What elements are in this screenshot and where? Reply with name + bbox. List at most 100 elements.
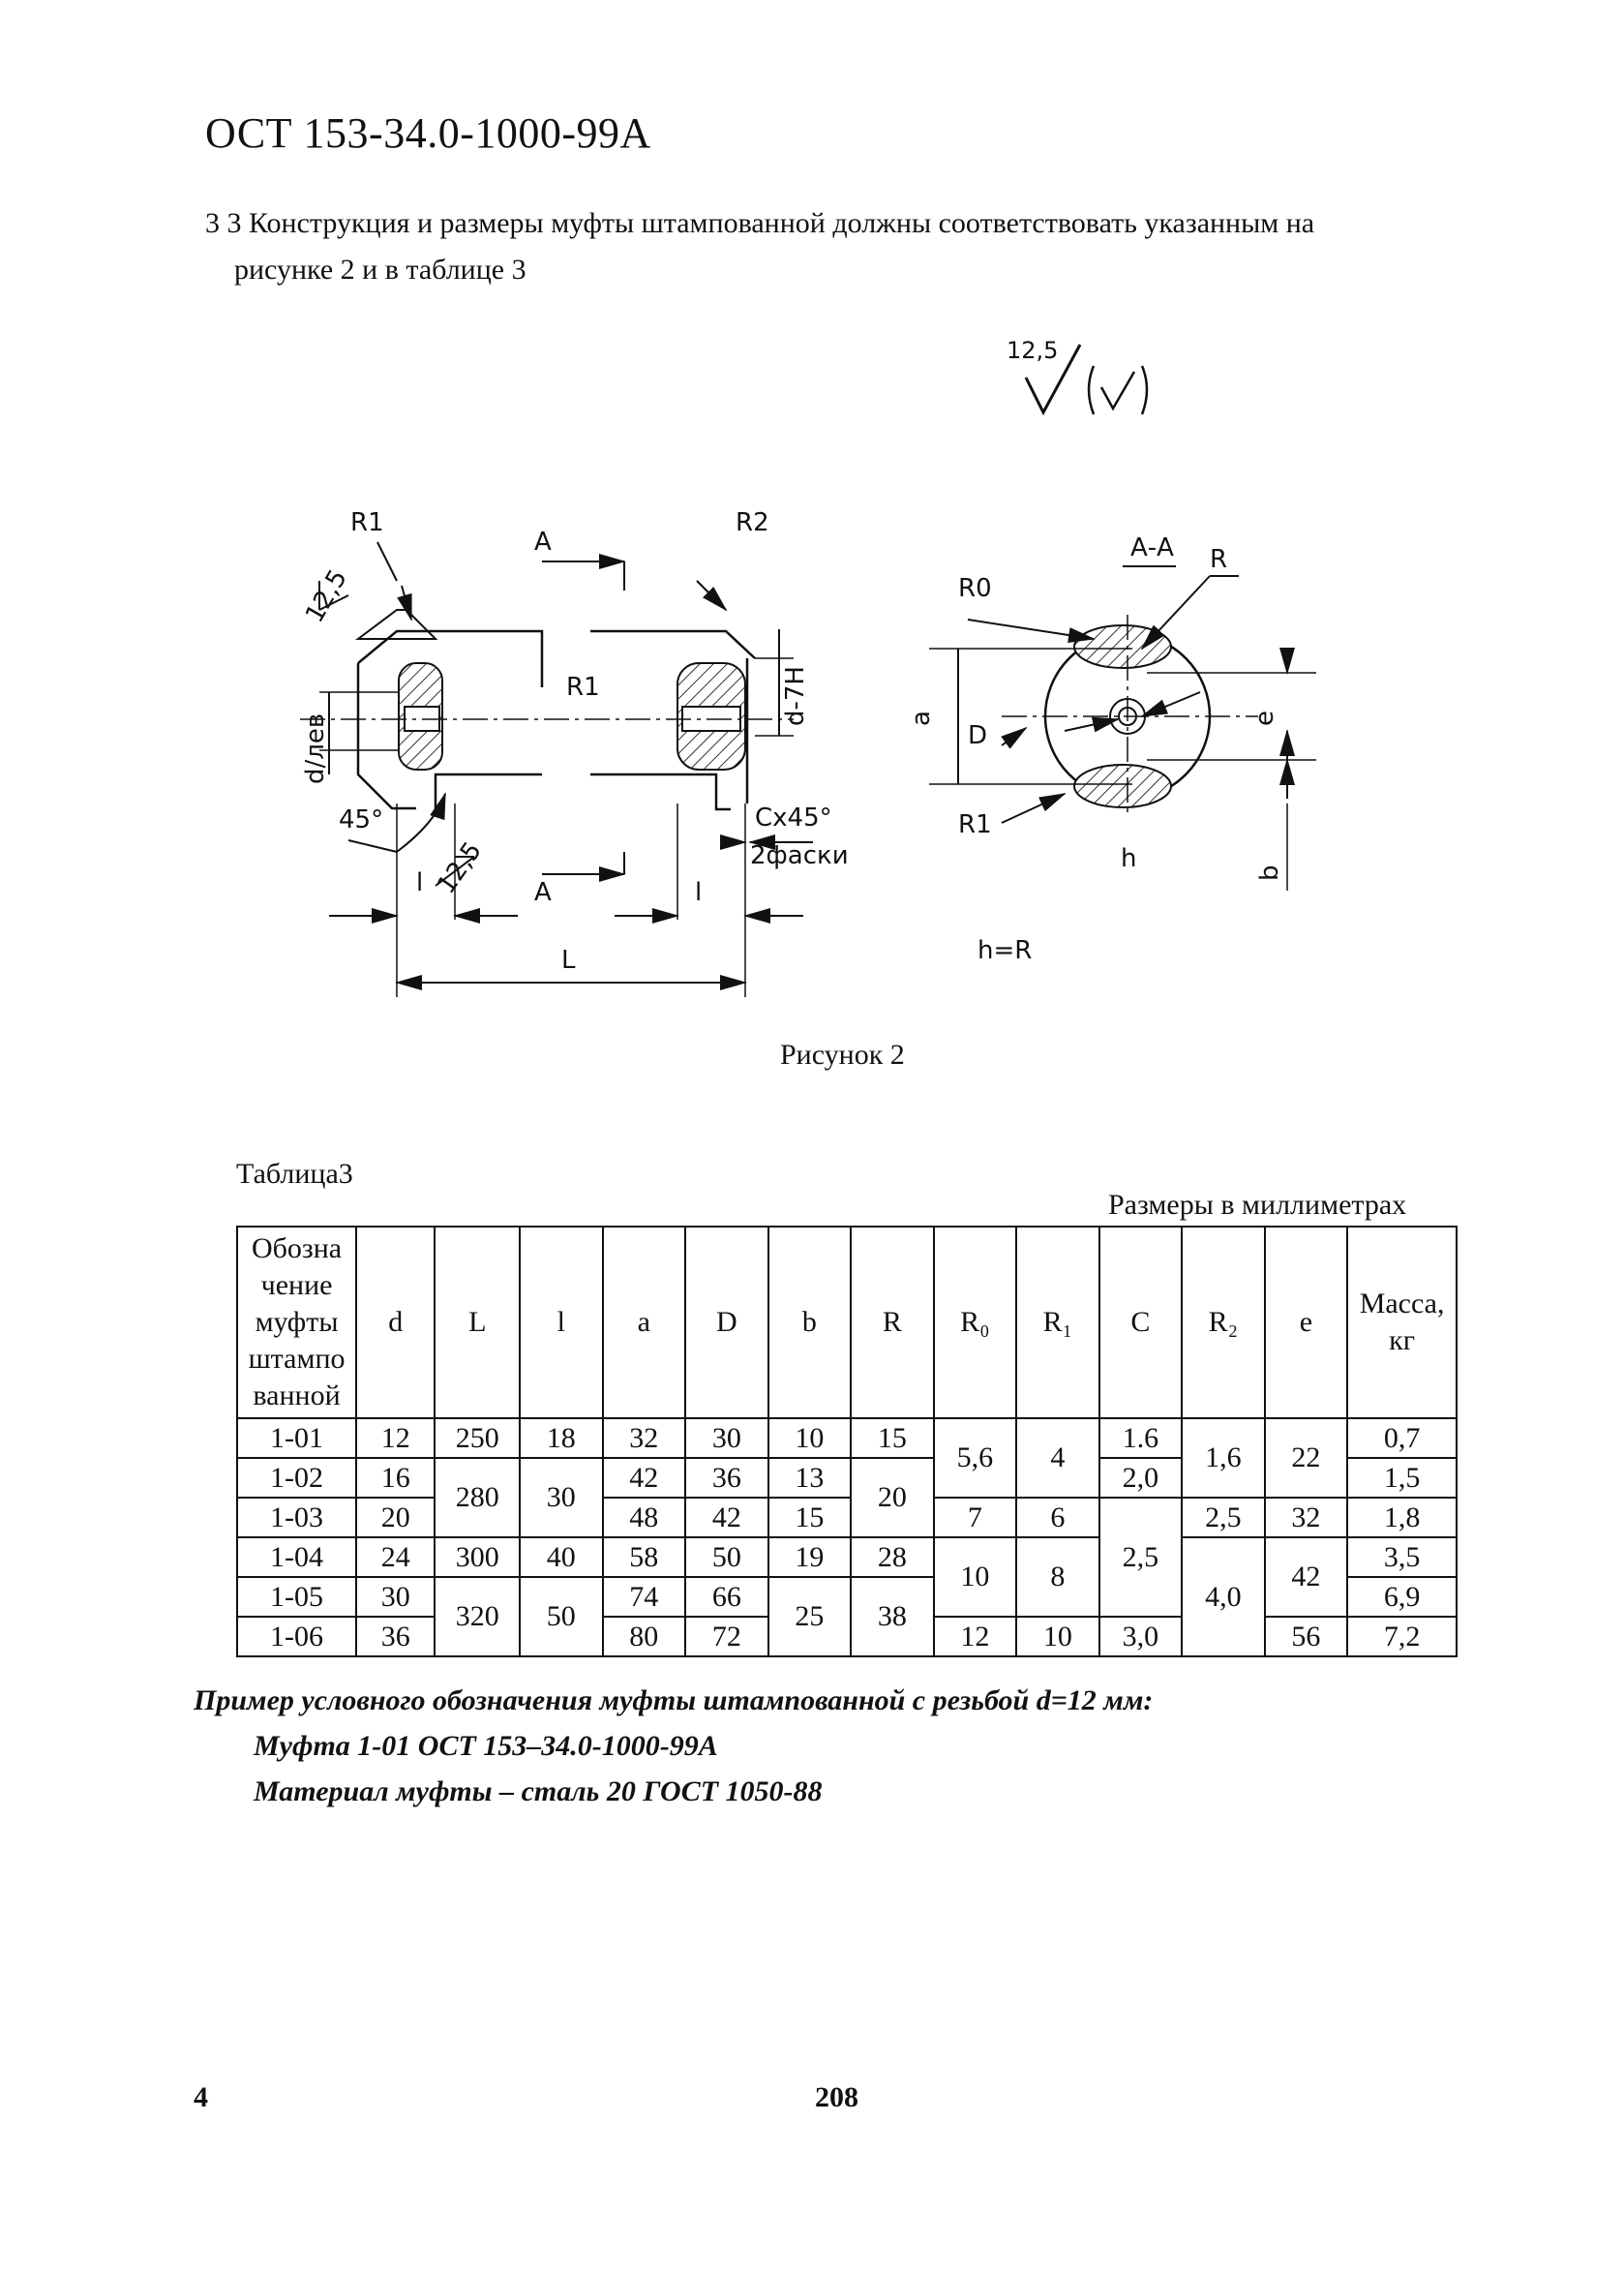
cell-d: 36 [355,1616,436,1657]
header-mass: Масса, кг [1346,1226,1458,1419]
cell-l: 50 [519,1576,604,1657]
cell-R1: 8 [1015,1536,1100,1618]
cell-a: 32 [601,1417,687,1459]
label-section-a-bottom: А [534,878,552,907]
footer-sheet-number: 4 [194,2081,208,2113]
cell-designation: 1-01 [235,1417,358,1459]
header-designation: Обозна чение муфты штампо ванной [235,1226,358,1419]
coupling-drawing: R1 А R2 12,5 d-7H R1 d/лев 45° Сх45° 2фа… [300,508,1316,997]
cell-a: 58 [601,1536,687,1578]
front-view [300,541,813,997]
cell-d: 24 [355,1536,436,1578]
table-row: 1-03 20 48 42 15 7 6 2,5 2,5 32 1,8 [235,1497,1458,1618]
cell-L: 280 [434,1457,522,1538]
dimensions-table: Обозна чение муфты штампо ванной d L l a… [235,1226,1458,1657]
cell-R0: 7 [932,1497,1018,1538]
cell-a: 42 [601,1457,687,1499]
label-dlev: d/лев [301,713,330,784]
cell-a: 48 [601,1497,687,1538]
table-header-row: Обозна чение муфты штампо ванной d L l a… [235,1226,1458,1419]
cell-b: 10 [767,1417,853,1459]
label-chamfer: Сх45° [755,803,832,833]
example-heading: Пример условного обозначения муфты штамп… [194,1684,1154,1716]
cell-R: 38 [850,1576,935,1657]
cell-R1: 6 [1015,1497,1100,1538]
label-d7h: d-7H [781,666,810,726]
cell-C: 1.6 [1098,1417,1184,1459]
label-r1-section: R1 [958,810,992,839]
cell-mass: 6,9 [1346,1576,1458,1618]
label-b: b [1255,864,1284,881]
cell-l: 18 [519,1417,604,1459]
cell-d: 16 [355,1457,436,1499]
header-L: L [434,1226,522,1419]
cell-D: 50 [684,1536,769,1578]
cell-R: 20 [850,1457,935,1538]
label-length: L [561,946,576,975]
cell-d: 20 [355,1497,436,1538]
label-r1-mid: R1 [566,673,600,702]
cell-designation: 1-05 [235,1576,358,1618]
label-angle45: 45° [339,805,383,834]
label-roughness-b: 12,5 [432,836,488,899]
label-r2: R2 [736,508,769,537]
roughness-value: 12,5 [1007,337,1059,364]
cell-D: 66 [684,1576,769,1618]
cell-R1: 4 [1015,1417,1100,1499]
label-a-dim: a [907,711,936,726]
label-section-a-top: А [534,528,552,557]
cell-b: 19 [767,1536,853,1578]
header-e: e [1263,1226,1349,1419]
cell-D: 36 [684,1457,769,1499]
table-title: Таблица3 [236,1158,353,1190]
header-b: b [767,1226,853,1419]
cell-R2: 1,6 [1181,1417,1266,1499]
table-row: 1-04 24 300 40 58 50 19 28 10 8 4,0 42 3… [235,1536,1458,1657]
cell-C: 2,5 [1098,1497,1184,1618]
label-h: h [1121,844,1136,873]
document-code: ОСТ 153-34.0-1000-99А [205,109,651,157]
cell-b: 15 [767,1497,853,1538]
header-a: a [601,1226,687,1419]
table-row: 1-06 36 80 72 12 10 3,0 56 7,2 [235,1616,1458,1657]
cell-e: 42 [1263,1536,1349,1618]
front-view-labels: R1 А R2 12,5 d-7H R1 d/лев 45° Сх45° 2фа… [300,508,849,975]
cell-a: 80 [601,1616,687,1657]
intro-line-1: 3 3 Конструкция и размеры муфты штампова… [205,207,1315,239]
cell-R1: 10 [1015,1616,1100,1657]
cell-L: 320 [434,1576,522,1657]
cell-R: 28 [850,1536,935,1578]
cell-R: 15 [850,1417,935,1459]
header-R2: R₂ [1181,1226,1266,1419]
table-row: 1-05 30 320 50 74 66 25 38 6,9 [235,1576,1458,1657]
cell-L: 300 [434,1536,522,1578]
cell-D: 42 [684,1497,769,1538]
example-material: Материал муфты – сталь 20 ГОСТ 1050-88 [254,1775,823,1807]
section-bottom-hatch [1073,764,1172,808]
table-units: Размеры в миллиметрах [1108,1189,1407,1221]
cell-R0: 5,6 [932,1417,1018,1499]
header-C: C [1098,1226,1184,1419]
label-d-cap: D [968,721,987,750]
cell-mass: 3,5 [1346,1536,1458,1578]
cell-e: 22 [1263,1417,1349,1499]
cell-d: 30 [355,1576,436,1618]
header-R: R [850,1226,935,1419]
label-e: е [1250,711,1279,726]
cell-mass: 1,5 [1346,1457,1458,1499]
footer-page-number: 208 [815,2081,858,2113]
cell-C: 2,0 [1098,1457,1184,1499]
cell-a: 74 [601,1576,687,1618]
table-row: 1-01 12 250 18 32 30 10 15 5,6 4 1.6 1,6… [235,1417,1458,1499]
label-l-right: l [695,878,702,907]
section-view [929,565,1316,891]
cell-designation: 1-02 [235,1457,358,1499]
figure-caption: Рисунок 2 [780,1039,905,1071]
header-R1: R₁ [1015,1226,1100,1419]
cell-R0: 12 [932,1616,1018,1657]
cell-l: 30 [519,1457,604,1538]
label-chamfer-count: 2фаски [750,841,849,870]
intro-line-2: рисунке 2 и в таблице 3 [234,254,526,286]
cell-mass: 1,8 [1346,1497,1458,1538]
label-r: R [1210,545,1227,574]
